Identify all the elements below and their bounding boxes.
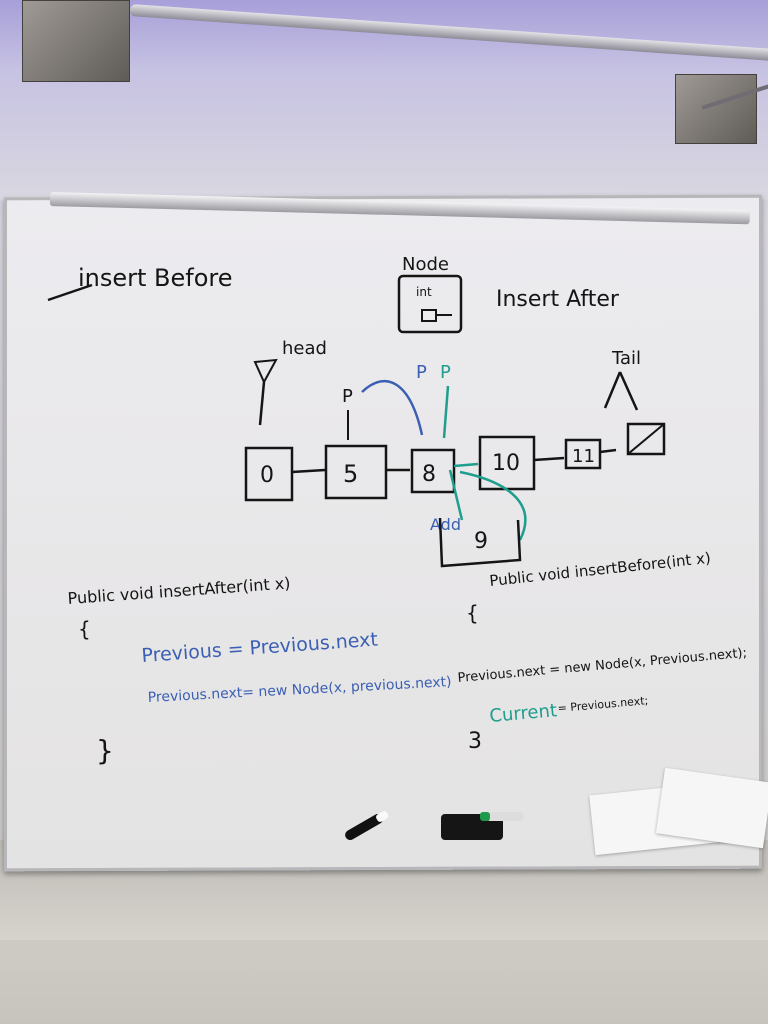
code-open-brace: {: [466, 601, 479, 625]
pointer-label: P: [416, 362, 427, 383]
node-title: Node: [402, 254, 449, 275]
list-node-box: [324, 444, 388, 500]
green-marker: [480, 812, 524, 821]
next-arrow: [599, 448, 617, 454]
list-node-value: 11: [572, 446, 595, 467]
head-label: head: [282, 338, 327, 359]
code-current-word: Current: [489, 700, 558, 727]
heading-insert-before: insert Before: [78, 264, 233, 292]
new-node-box: [438, 517, 522, 568]
code-line: = Previous.next;: [557, 694, 649, 715]
arrow-icon: [47, 283, 93, 302]
heading-insert-after: Insert After: [496, 287, 620, 312]
next-arrow: [291, 468, 326, 474]
null-slash: [627, 423, 665, 455]
code-close-brace: 3: [468, 729, 482, 754]
next-arrow-teal: [453, 462, 479, 468]
list-node-box: [244, 446, 294, 502]
code-line: Previous = Previous.next: [141, 629, 379, 667]
head-pointer-icon: [253, 358, 278, 385]
pointer-label: P: [342, 386, 353, 407]
node-box: [397, 274, 463, 334]
null-box: [626, 422, 666, 456]
code-insert-after-signature: Public void insertAfter(int x): [67, 573, 291, 608]
new-link-arrow: [448, 469, 464, 521]
list-node-value: 0: [260, 463, 274, 488]
tail-arrows: [603, 371, 639, 411]
next-arrow: [533, 456, 565, 462]
new-next-arrow: [459, 470, 527, 541]
new-node-label: Add: [430, 515, 461, 534]
tail-label: Tail: [611, 348, 641, 369]
list-node-value: 8: [422, 462, 436, 487]
code-close-brace: }: [96, 734, 114, 767]
code-line: Previous.next= new Node(x, previous.next…: [147, 674, 452, 706]
list-node-box: [410, 448, 456, 494]
code-insert-before-signature: Public void insertBefore(int x): [489, 549, 712, 590]
wall-bracket-right: [675, 74, 757, 144]
list-node-value: 10: [492, 451, 520, 476]
list-node-value: 5: [343, 460, 358, 488]
head-arrow: [258, 381, 266, 426]
wall-bracket-left: [22, 0, 130, 82]
pointer-arrow-teal: [442, 385, 450, 439]
node-field-label: int: [416, 285, 432, 299]
list-node-box: [564, 438, 602, 470]
pointer-move-arrow: [361, 380, 424, 436]
code-line: Previous.next = new Node(x, Previous.nex…: [457, 646, 748, 686]
pointer-label: P: [440, 362, 451, 383]
node-next-box: [421, 309, 437, 322]
new-node-value: 9: [474, 529, 488, 554]
code-open-brace: {: [78, 617, 91, 641]
